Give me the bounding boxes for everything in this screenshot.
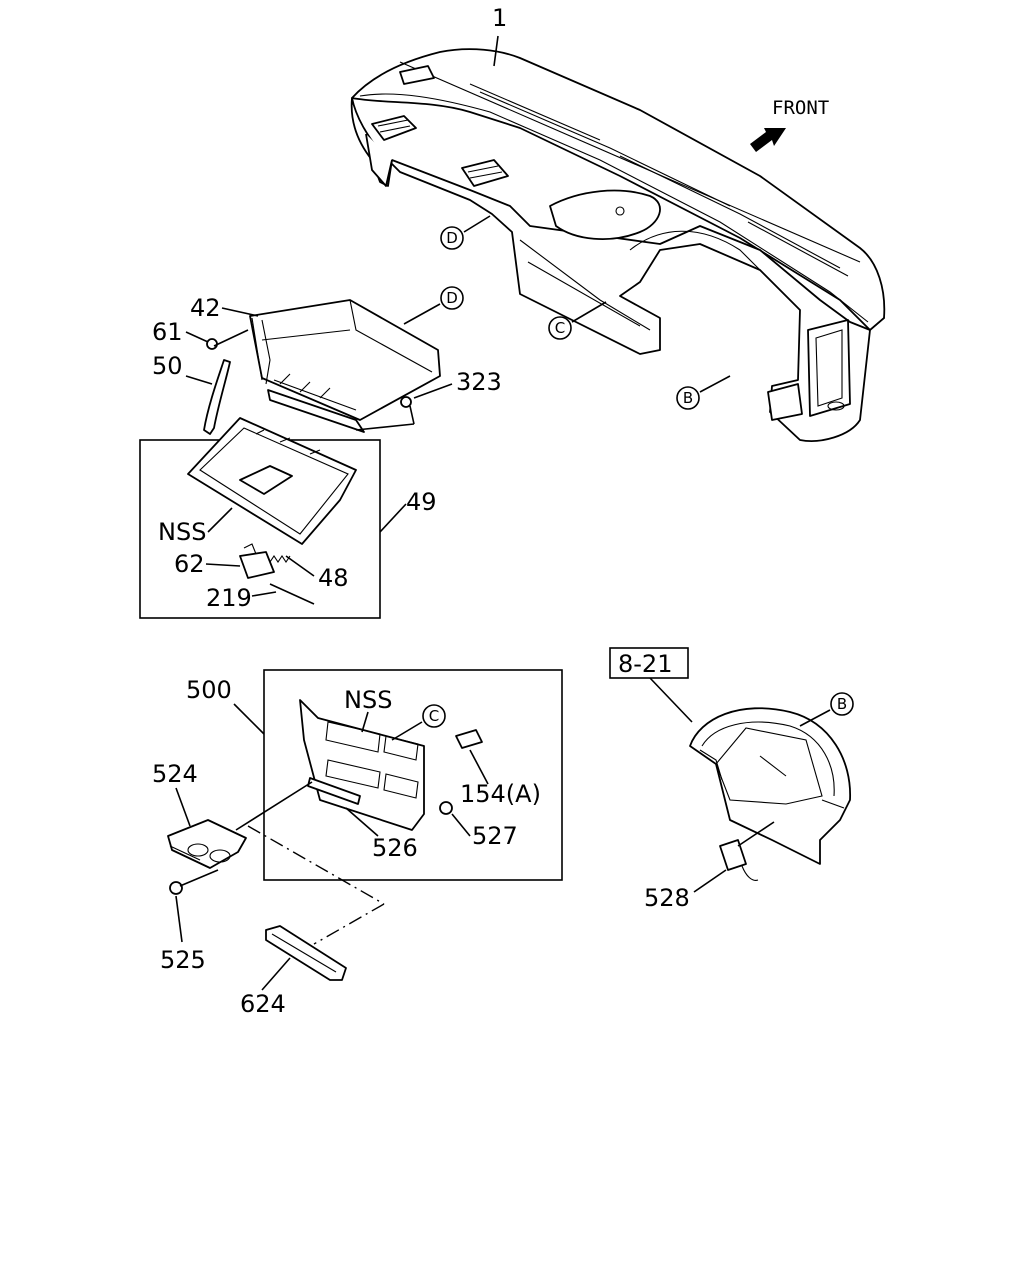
ref-box-8-21 [609, 647, 689, 679]
fastener-527 [439, 801, 453, 815]
front-arrow-icon [750, 128, 786, 152]
air-vents [371, 65, 509, 187]
svg-text:C: C [429, 707, 439, 725]
callout-624: 624 [240, 990, 286, 1018]
callout-nss-upper: NSS [158, 518, 206, 546]
callout-8-21: 8-21 [618, 650, 672, 678]
spring-48 [269, 555, 291, 563]
callout-1: 1 [492, 4, 507, 32]
callout-527: 527 [472, 822, 518, 850]
clip-154a [455, 729, 483, 749]
ref-circle-c-dash: C [548, 301, 607, 340]
defroster-slots [469, 83, 849, 277]
ref-circle-b-meter: B [799, 692, 854, 727]
callout-62: 62 [174, 550, 205, 578]
svg-text:B: B [837, 695, 847, 713]
callout-323: 323 [456, 368, 502, 396]
bracket-524 [167, 819, 247, 869]
screw-61 [206, 329, 249, 350]
pin-219 [269, 583, 315, 605]
center-cluster-panel-drawing [299, 699, 425, 831]
callout-61: 61 [152, 318, 183, 346]
screw-525 [169, 881, 183, 895]
glove-box-drawing [249, 299, 441, 433]
ref-circle-d-upper: D [440, 215, 491, 250]
callout-526: 526 [372, 834, 418, 862]
latch-62 [239, 551, 275, 579]
switch-528 [719, 839, 759, 881]
callout-49: 49 [406, 488, 437, 516]
callout-524: 524 [152, 760, 198, 788]
svg-text:C: C [555, 319, 565, 337]
strip-50 [203, 359, 231, 435]
screw-323 [400, 396, 412, 408]
callout-nss-lower: NSS [344, 686, 392, 714]
callout-48: 48 [318, 564, 349, 592]
front-label: FRONT [772, 97, 829, 119]
callout-219: 219 [206, 584, 252, 612]
svg-text:D: D [446, 229, 458, 247]
glove-box-lid-drawing [187, 417, 357, 545]
callout-42: 42 [190, 294, 221, 322]
ref-circle-d-glovebox: D [403, 286, 464, 325]
callout-50: 50 [152, 352, 183, 380]
front-direction-indicator: FRONT [750, 97, 829, 152]
meter-hood-drawing [689, 707, 851, 865]
assembly-box-500 [263, 669, 563, 881]
callout-525: 525 [160, 946, 206, 974]
ref-circle-c-cluster: C [391, 704, 446, 741]
callout-154a: 154(A) [460, 780, 541, 808]
svg-text:B: B [683, 389, 693, 407]
dash-cover-panel [549, 189, 661, 241]
ref-circle-b-dash: B [676, 375, 731, 410]
callout-500: 500 [186, 676, 232, 704]
svg-text:D: D [446, 289, 458, 307]
callout-528: 528 [644, 884, 690, 912]
instrument-panel-drawing [350, 48, 886, 442]
